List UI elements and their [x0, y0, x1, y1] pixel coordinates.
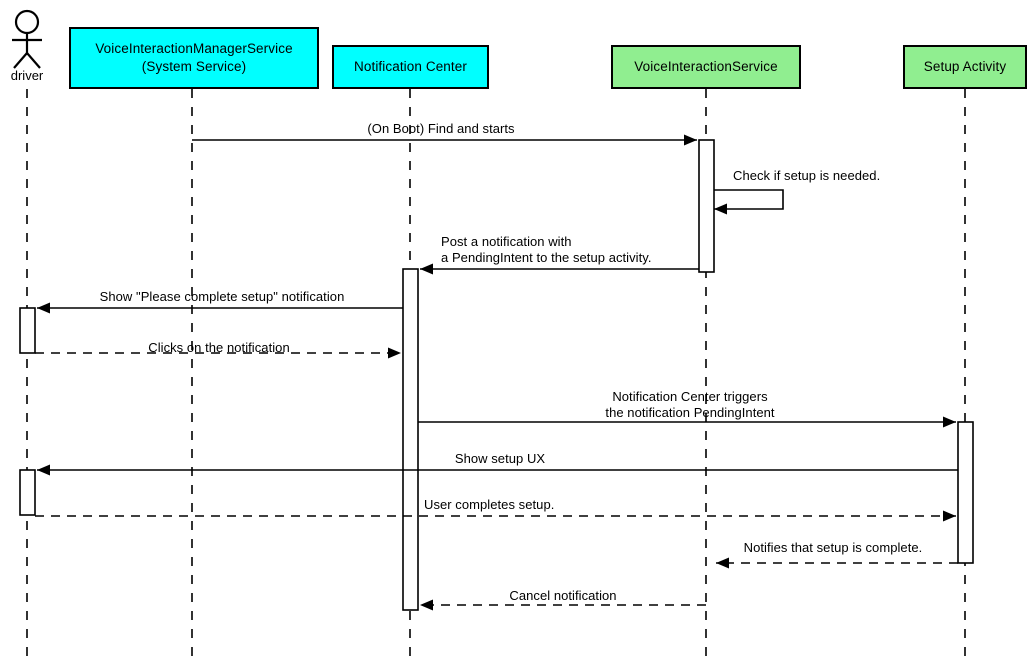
message-label-cancel-notification: Cancel notification: [509, 588, 617, 603]
arrowhead: [684, 134, 697, 146]
activation-bar-voice-interaction-service: [698, 139, 715, 273]
message-label-post-notification: Post a notification with a PendingIntent…: [441, 234, 652, 266]
message-line: [714, 189, 784, 210]
activation-bar-driver: [19, 307, 36, 354]
message-msg-trigger-pendingintent: [418, 416, 956, 428]
message-label-click-notification: Clicks on the notification: [148, 340, 290, 355]
activations-layer: [19, 139, 974, 611]
message-msg-post-notification: [420, 263, 699, 275]
message-label-show-setup-ux: Show setup UX: [454, 451, 546, 466]
message-label-trigger-pendingintent: Notification Center triggers the notific…: [605, 389, 775, 421]
message-label-user-completes-setup: User completes setup.: [424, 497, 555, 512]
message-msg-user-completes-setup: [35, 510, 956, 522]
arrowhead: [420, 263, 433, 275]
arrowhead: [943, 510, 956, 522]
participant-box-vims[interactable]: VoiceInteractionManagerService (System S…: [69, 27, 319, 89]
message-label-show-notification: Show "Please complete setup" notificatio…: [99, 289, 345, 304]
arrowhead: [714, 203, 727, 215]
message-msg-show-setup-ux: [37, 464, 958, 476]
message-msg-notifies-setup-complete: [716, 557, 958, 569]
activation-bar-notification-center: [402, 268, 419, 611]
messages-layer: [35, 134, 958, 611]
arrowhead: [943, 416, 956, 428]
message-msg-cancel-notification: [420, 599, 706, 611]
message-label-check-setup: Check if setup is needed.: [733, 168, 881, 183]
activation-bar-driver: [19, 469, 36, 516]
actor-head-icon: [14, 9, 40, 35]
message-label-on-boot: (On Boot) Find and starts: [367, 121, 515, 136]
message-msg-on-boot: [192, 134, 697, 146]
participant-box-voice-interaction-service[interactable]: VoiceInteractionService: [611, 45, 801, 89]
arrowhead: [37, 464, 50, 476]
actor-figure-driver[interactable]: [12, 9, 42, 69]
participant-box-notification-center[interactable]: Notification Center: [332, 45, 489, 89]
actor-leg-left: [13, 52, 28, 69]
actor-leg-right: [26, 52, 41, 69]
participant-box-setup-activity[interactable]: Setup Activity: [903, 45, 1027, 89]
activation-bar-setup-activity: [957, 421, 974, 564]
actor-figure-layer: [12, 9, 42, 69]
message-label-notifies-setup-complete: Notifies that setup is complete.: [743, 540, 923, 555]
message-msg-show-notification: [37, 302, 403, 314]
arrowhead: [716, 557, 729, 569]
arrowhead: [388, 347, 401, 359]
arrowhead: [37, 302, 50, 314]
actor-label-driver: driver: [10, 68, 44, 83]
message-msg-check-setup: [714, 189, 784, 215]
arrowhead: [420, 599, 433, 611]
message-msg-click-notification: [35, 347, 401, 359]
